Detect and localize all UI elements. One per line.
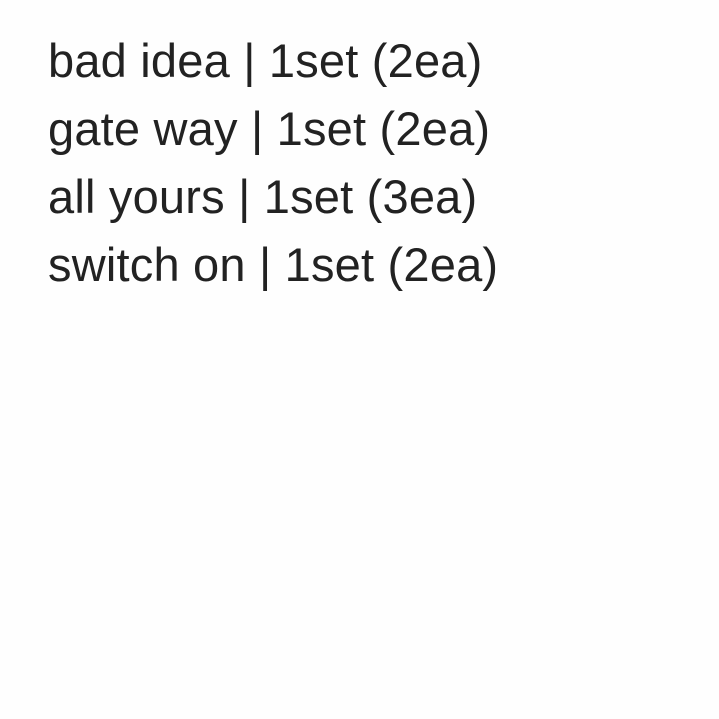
list-item: gate way | 1set (2ea) (48, 102, 491, 155)
list-item: switch on | 1set (2ea) (48, 238, 499, 291)
list-item: all yours | 1set (3ea) (48, 170, 478, 223)
item-list: bad idea | 1set (2ea) gate way | 1set (2… (48, 27, 498, 299)
list-item: bad idea | 1set (2ea) (48, 34, 483, 87)
